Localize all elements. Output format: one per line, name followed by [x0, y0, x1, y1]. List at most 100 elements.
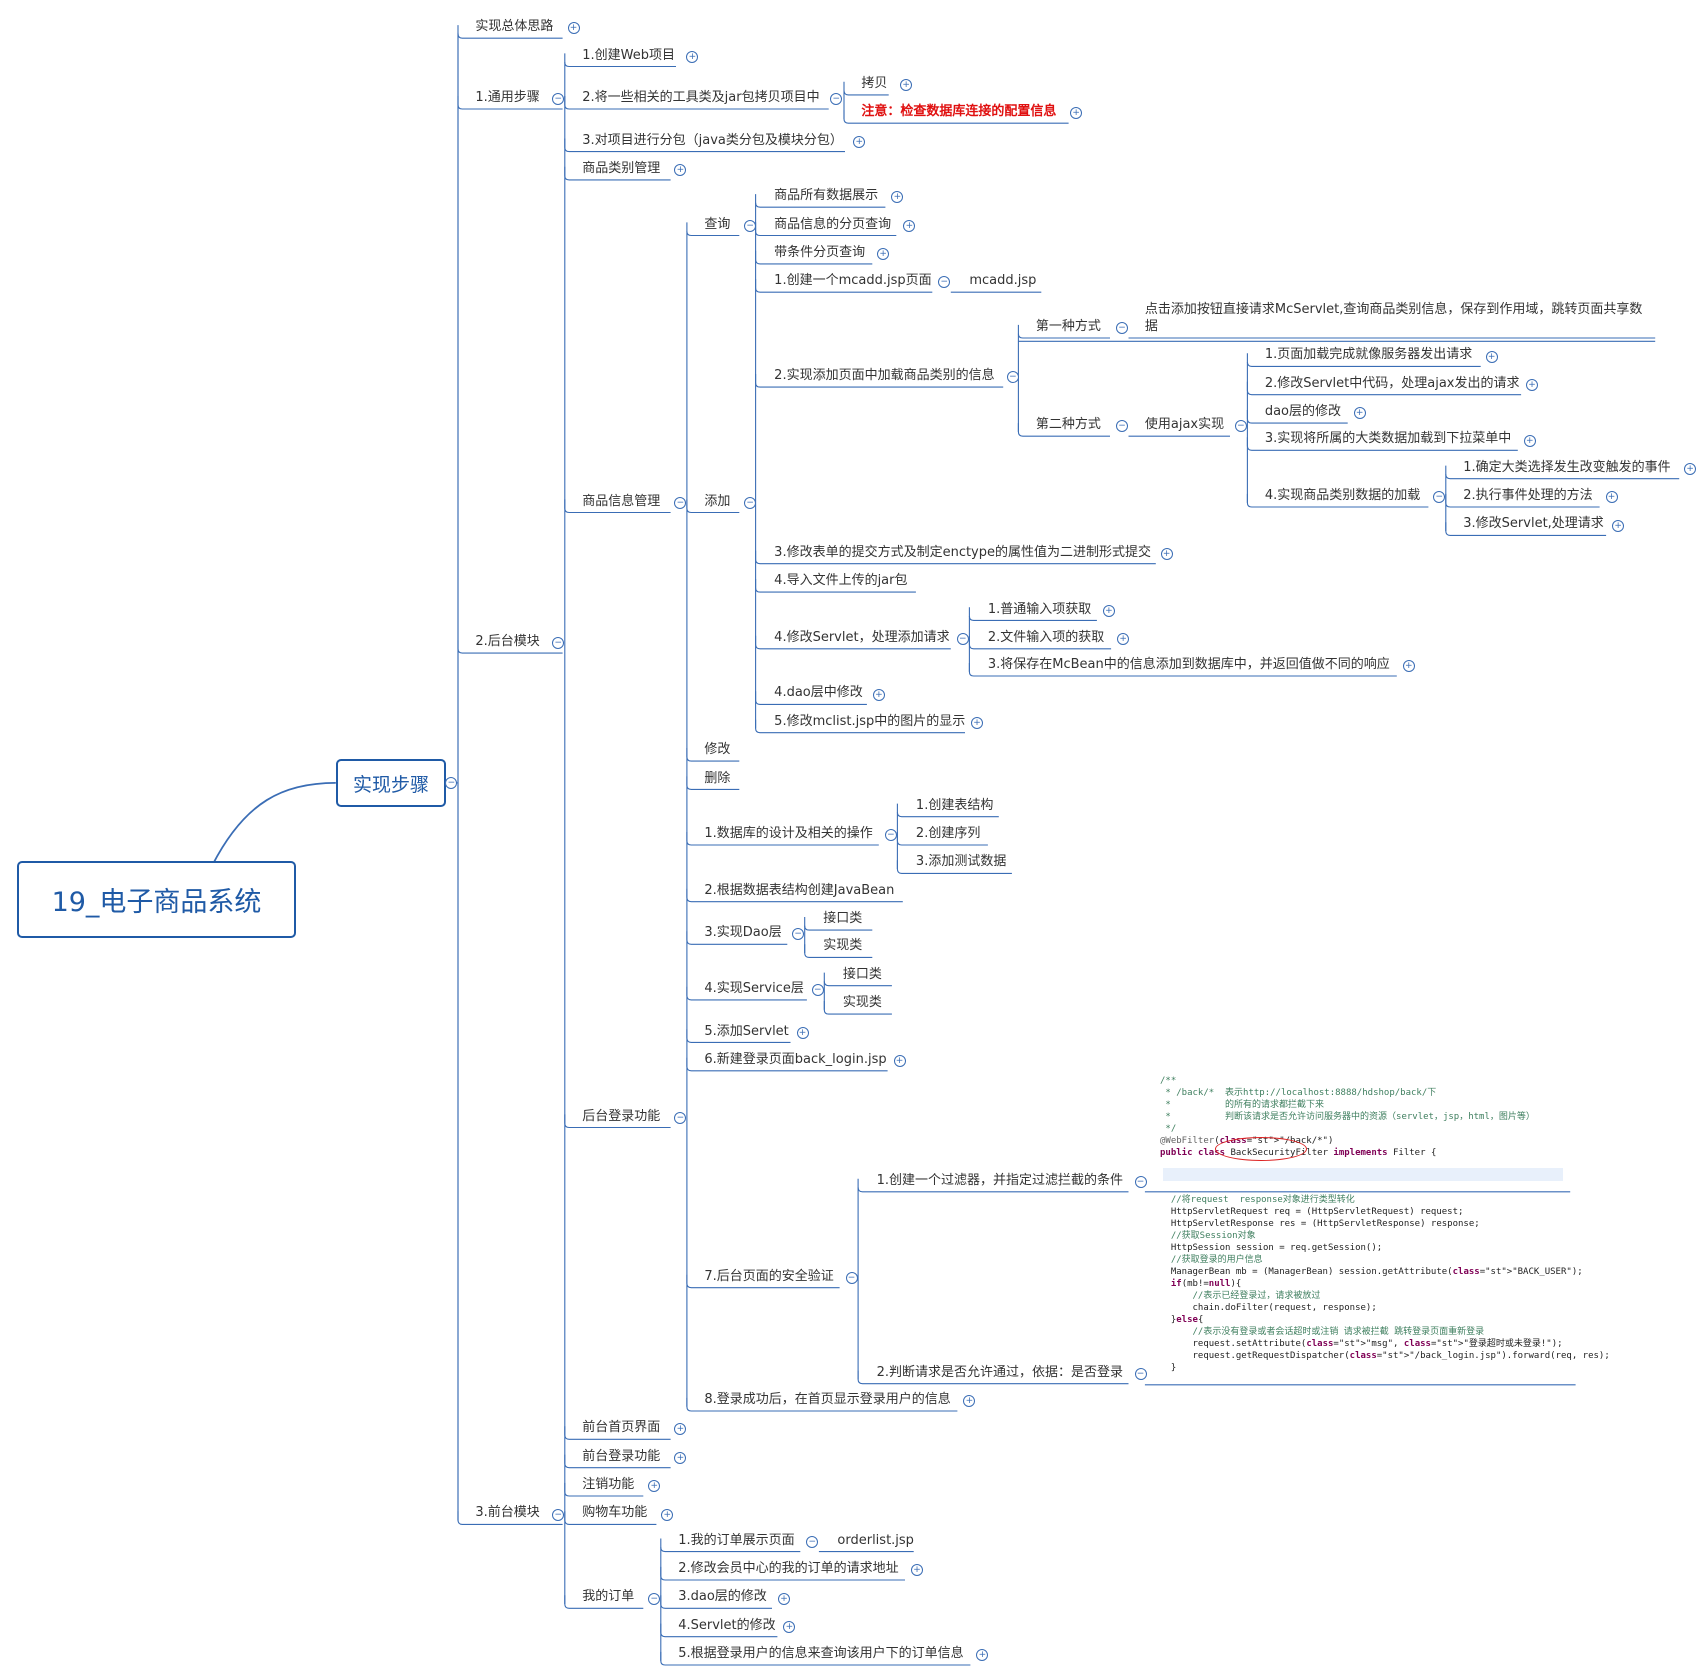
node-a3[interactable]: 3.修改表单的提交方式及制定enctype的属性值为二进制形式提交 [774, 544, 1152, 560]
collapse-toggle-icon[interactable]: − [648, 1592, 661, 1605]
node-l6[interactable]: 6.新建登录页面back_login.jsp [704, 1051, 887, 1067]
node-a4[interactable]: 4.导入文件上传的jar包 [774, 573, 908, 589]
node-o1-1[interactable]: orderlist.jsp [837, 1532, 914, 1548]
node-n1-2[interactable]: 2.将一些相关的工具类及jar包拷贝项目中 [582, 90, 820, 106]
node-f3[interactable]: 注销功能 [582, 1477, 635, 1493]
collapse-toggle-icon[interactable]: − [811, 984, 824, 997]
node-l3-2[interactable]: 实现类 [823, 938, 863, 954]
expand-toggle-icon[interactable]: + [567, 22, 580, 35]
node-n1-2-2[interactable]: 注意：检查数据库连接的配置信息 [861, 104, 1057, 120]
node-j1[interactable]: 1.页面加载完成就像服务器发出请求 [1264, 347, 1473, 363]
node-o2[interactable]: 2.修改会员中心的我的订单的请求地址 [678, 1561, 899, 1577]
collapse-toggle-icon[interactable]: − [1116, 322, 1128, 335]
node-q[interactable]: 查询 [704, 216, 731, 232]
collapse-toggle-icon[interactable]: − [884, 829, 897, 842]
collapse-toggle-icon[interactable]: − [830, 93, 843, 106]
node-l7-1[interactable]: 1.创建一个过滤器，并指定过滤拦截的条件 [876, 1172, 1124, 1188]
expand-toggle-icon[interactable]: + [1102, 604, 1115, 617]
node-a1-1[interactable]: mcadd.jsp [969, 273, 1037, 289]
node-n2-2[interactable]: 商品信息管理 [582, 493, 661, 509]
expand-toggle-icon[interactable]: + [674, 1423, 687, 1436]
expand-toggle-icon[interactable]: + [1160, 547, 1173, 560]
node-n1-3[interactable]: 3.对项目进行分包（java类分包及模块分包） [582, 132, 843, 148]
node-q2[interactable]: 商品信息的分页查询 [774, 216, 892, 232]
node-a7[interactable]: 5.修改mclist.jsp中的图片的显示 [774, 713, 966, 729]
node-l2[interactable]: 2.根据数据表结构创建JavaBean [704, 882, 895, 898]
node-l4-1[interactable]: 接口类 [842, 966, 882, 982]
node-a1[interactable]: 1.创建一个mcadd.jsp页面 [774, 273, 932, 289]
node-l8[interactable]: 8.登录成功后，在首页显示登录用户的信息 [704, 1392, 951, 1408]
node-n1-2-1[interactable]: 拷贝 [861, 75, 888, 91]
expand-toggle-icon[interactable]: + [1605, 491, 1618, 504]
collapse-toggle-icon[interactable]: − [792, 928, 805, 941]
node-l1-1[interactable]: 1.创建表结构 [915, 797, 994, 813]
collapse-toggle-icon[interactable]: − [1006, 371, 1019, 384]
expand-toggle-icon[interactable]: + [796, 1026, 809, 1039]
expand-toggle-icon[interactable]: + [1117, 632, 1130, 645]
collapse-toggle-icon[interactable]: − [744, 219, 757, 232]
expand-toggle-icon[interactable]: + [1070, 107, 1083, 120]
expand-toggle-icon[interactable]: + [1612, 519, 1625, 532]
expand-toggle-icon[interactable]: + [674, 164, 687, 177]
node-l1[interactable]: 1.数据库的设计及相关的操作 [704, 826, 873, 842]
node-l7-2[interactable]: 2.判断请求是否允许通过，依据：是否登录 [876, 1364, 1124, 1380]
collapse-toggle-icon[interactable]: − [956, 632, 969, 645]
node-l3[interactable]: 3.实现Dao层 [704, 925, 782, 941]
expand-toggle-icon[interactable]: + [903, 219, 916, 232]
node-o1[interactable]: 1.我的订单展示页面 [678, 1532, 795, 1548]
node-j5-2[interactable]: 2.执行事件处理的方法 [1463, 488, 1593, 504]
node-m[interactable]: 修改 [704, 742, 731, 758]
node-n3[interactable]: 3.前台模块 [475, 1505, 540, 1521]
expand-toggle-icon[interactable]: + [661, 1508, 674, 1521]
node-f5[interactable]: 我的订单 [582, 1589, 635, 1605]
node-n2[interactable]: 2.后台模块 [475, 634, 540, 650]
expand-toggle-icon[interactable]: + [872, 688, 885, 701]
expand-toggle-icon[interactable]: + [648, 1480, 661, 1493]
main-topic[interactable]: 实现步骤 [336, 759, 446, 807]
node-q3[interactable]: 带条件分页查询 [774, 244, 866, 260]
expand-toggle-icon[interactable]: + [1523, 434, 1536, 447]
collapse-toggle-icon[interactable]: − [744, 496, 757, 509]
collapse-toggle-icon[interactable]: − [552, 637, 565, 650]
node-l1-2[interactable]: 2.创建序列 [915, 826, 981, 842]
node-o4[interactable]: 4.Servlet的修改 [678, 1617, 776, 1633]
collapse-toggle-icon[interactable]: − [1433, 491, 1446, 504]
root-topic[interactable]: 19_电子商品系统 [17, 861, 296, 938]
node-w1-1[interactable]: 点击添加按钮直接请求McServlet,查询商品类别信息，保存到作用域，跳转页面… [1144, 302, 1643, 335]
collapse-toggle-icon[interactable]: − [552, 1508, 565, 1521]
node-j3[interactable]: dao层的修改 [1264, 404, 1342, 420]
node-n2-3[interactable]: 后台登录功能 [582, 1108, 661, 1124]
expand-toggle-icon[interactable]: + [877, 248, 890, 261]
node-l4-2[interactable]: 实现类 [842, 995, 882, 1011]
node-n1[interactable]: 1.通用步骤 [475, 90, 540, 106]
expand-toggle-icon[interactable]: + [893, 1054, 906, 1067]
node-o3[interactable]: 3.dao层的修改 [678, 1589, 767, 1605]
collapse-toggle-icon[interactable]: − [1116, 420, 1128, 433]
node-j4[interactable]: 3.实现将所属的大类数据加载到下拉菜单中 [1264, 431, 1512, 447]
collapse-toggle-icon[interactable]: − [445, 776, 458, 789]
expand-toggle-icon[interactable]: + [911, 1564, 923, 1577]
expand-toggle-icon[interactable]: + [1525, 378, 1538, 391]
node-a5-2[interactable]: 2.文件输入项的获取 [987, 629, 1105, 645]
node-l7[interactable]: 7.后台页面的安全验证 [704, 1268, 834, 1284]
node-l4[interactable]: 4.实现Service层 [704, 980, 804, 996]
node-f2[interactable]: 前台登录功能 [582, 1448, 661, 1464]
expand-toggle-icon[interactable]: + [963, 1395, 976, 1408]
node-n0[interactable]: 实现总体思路 [475, 19, 554, 35]
node-f1[interactable]: 前台首页界面 [582, 1420, 661, 1436]
node-l5[interactable]: 5.添加Servlet [704, 1023, 789, 1039]
collapse-toggle-icon[interactable]: − [1134, 1175, 1147, 1188]
expand-toggle-icon[interactable]: + [900, 79, 913, 92]
expand-toggle-icon[interactable]: + [686, 50, 699, 63]
collapse-toggle-icon[interactable]: − [552, 93, 565, 106]
collapse-toggle-icon[interactable]: − [674, 1111, 687, 1124]
node-w2[interactable]: 第二种方式 [1035, 417, 1101, 433]
collapse-toggle-icon[interactable]: − [1134, 1367, 1147, 1380]
node-j5-1[interactable]: 1.确定大类选择发生改变触发的事件 [1463, 459, 1671, 475]
node-w2-1[interactable]: 使用ajax实现 [1144, 417, 1225, 433]
node-l3-1[interactable]: 接口类 [823, 911, 863, 927]
node-a[interactable]: 添加 [704, 493, 731, 509]
expand-toggle-icon[interactable]: + [1353, 407, 1366, 420]
node-n2-1[interactable]: 商品类别管理 [582, 161, 661, 176]
node-w1[interactable]: 第一种方式 [1035, 319, 1101, 335]
